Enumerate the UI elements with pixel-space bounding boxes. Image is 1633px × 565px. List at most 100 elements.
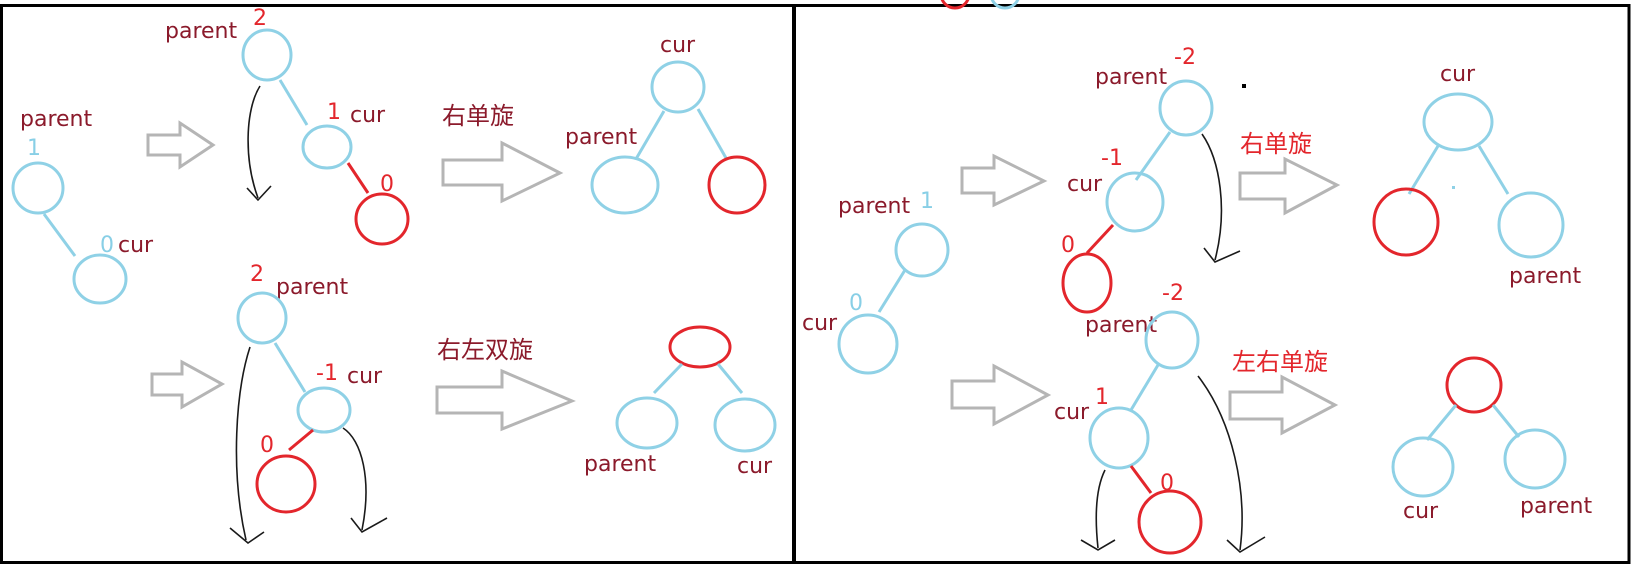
result-left-node	[590, 155, 660, 215]
transition-arrow	[960, 153, 1048, 208]
cur-node	[837, 313, 899, 375]
balance-factor: 1	[327, 100, 341, 125]
result-root-label: cur	[660, 33, 696, 58]
transition-arrow	[150, 359, 226, 410]
right-bottom-case: -2 parent cur 1 0 左右单旋 cur parent	[950, 281, 1592, 555]
result-left-label: parent	[584, 452, 656, 477]
parent-node	[236, 291, 288, 345]
rotation-curve-head	[350, 517, 388, 534]
balance-factor: 0	[849, 291, 863, 316]
stray-dot	[1242, 84, 1246, 88]
transition-arrow	[435, 368, 576, 432]
rotation-label: 右单旋	[442, 102, 514, 130]
rotation-curve	[1197, 375, 1243, 551]
result-root-node	[1445, 356, 1503, 414]
rotation-curve-head	[1080, 539, 1116, 551]
result-right-node	[1503, 428, 1567, 490]
cur-label: cur	[1067, 172, 1103, 197]
result-right-label: cur	[737, 454, 773, 479]
parent-node	[11, 161, 65, 215]
left-initial-tree: parent 1 0 cur	[11, 107, 154, 305]
stray-dot	[1452, 186, 1455, 189]
tree-edge	[877, 269, 907, 313]
balance-factor: 0	[100, 233, 114, 258]
transition-arrow	[950, 363, 1052, 427]
right-initial-tree: parent 1 cur 0	[802, 189, 950, 375]
rotation-label: 右单旋	[1240, 130, 1312, 158]
parent-node	[1144, 310, 1200, 370]
result-root-node	[650, 60, 706, 114]
parent-label: parent	[1095, 65, 1167, 90]
tree-edge	[1491, 404, 1521, 438]
rotation-curve-head	[1226, 536, 1266, 553]
balance-factor: -1	[316, 361, 338, 386]
result-right-node	[1497, 191, 1565, 259]
tree-edge	[278, 79, 309, 126]
rotation-curve	[1201, 133, 1223, 261]
right-top-case: parent -2 -1 cur 0 右单旋 cur parent	[960, 45, 1581, 314]
new-node	[1061, 252, 1113, 314]
cur-node	[72, 253, 128, 305]
parent-node	[1158, 79, 1214, 137]
balance-factor: 1	[27, 136, 41, 161]
rotation-curve-head	[1203, 247, 1241, 263]
result-left-label: cur	[1403, 499, 1439, 524]
cur-label: cur	[347, 364, 383, 389]
result-root-node	[1422, 92, 1494, 152]
parent-label: parent	[838, 194, 910, 219]
transition-arrow	[441, 140, 564, 204]
cur-label: cur	[118, 233, 154, 258]
result-right-label: parent	[1520, 494, 1592, 519]
cur-node	[301, 124, 353, 170]
balance-factor: 1	[1095, 385, 1109, 410]
rotation-curve-head	[229, 527, 265, 545]
tree-edge-new	[346, 162, 370, 194]
result-right-node	[707, 155, 767, 215]
tree-edge	[1477, 145, 1510, 195]
tree-edge	[696, 108, 728, 159]
parent-node	[894, 222, 950, 278]
clipped-node-red	[940, 0, 970, 10]
new-node	[255, 454, 317, 514]
tree-edge-new	[288, 428, 314, 452]
left-panel-frame	[0, 4, 795, 564]
left-panel: parent 1 0 cur parent 2 1 cur 0 右单旋 c	[11, 6, 777, 545]
parent-label: parent	[20, 107, 92, 132]
cur-label: cur	[1054, 400, 1090, 425]
clipped-node-blue	[990, 0, 1020, 10]
cur-node	[1088, 406, 1150, 470]
balance-factor: -2	[1174, 45, 1196, 70]
rotation-curve-head	[246, 185, 272, 202]
tree-edge	[716, 363, 744, 394]
left-top-case: parent 2 1 cur 0 右单旋 cur parent	[146, 6, 767, 246]
rotation-label: 右左双旋	[437, 336, 533, 364]
rotation-label: 左右单旋	[1232, 348, 1328, 376]
balance-factor: 1	[920, 189, 934, 214]
cur-label: cur	[802, 311, 838, 336]
transition-arrow	[1228, 374, 1339, 436]
left-bottom-case: 2 parent -1 cur 0 右左双旋 parent cur	[150, 262, 777, 545]
new-node	[354, 192, 410, 246]
balance-factor: 0	[260, 433, 274, 458]
tree-edge	[1129, 364, 1160, 411]
balance-factor: -2	[1162, 281, 1184, 306]
balance-factor: 0	[1061, 233, 1075, 258]
balance-factor: 2	[253, 6, 267, 31]
tree-edge	[42, 213, 77, 257]
right-panel: parent 1 cur 0 parent -2 -1 cur 0 右单旋	[802, 45, 1592, 555]
tree-edge	[1425, 404, 1458, 441]
rotation-curve	[342, 427, 367, 531]
tree-edge	[1134, 131, 1172, 181]
transition-arrow	[1238, 156, 1341, 216]
result-left-label: parent	[565, 125, 637, 150]
tree-edge-new	[1129, 465, 1153, 494]
parent-label: parent	[165, 19, 237, 44]
parent-node	[241, 28, 293, 82]
rotation-curve	[1095, 469, 1106, 549]
balance-factor: 0	[380, 172, 394, 197]
result-left-node	[1372, 187, 1440, 257]
cur-node	[1105, 171, 1165, 233]
parent-label: parent	[276, 275, 348, 300]
